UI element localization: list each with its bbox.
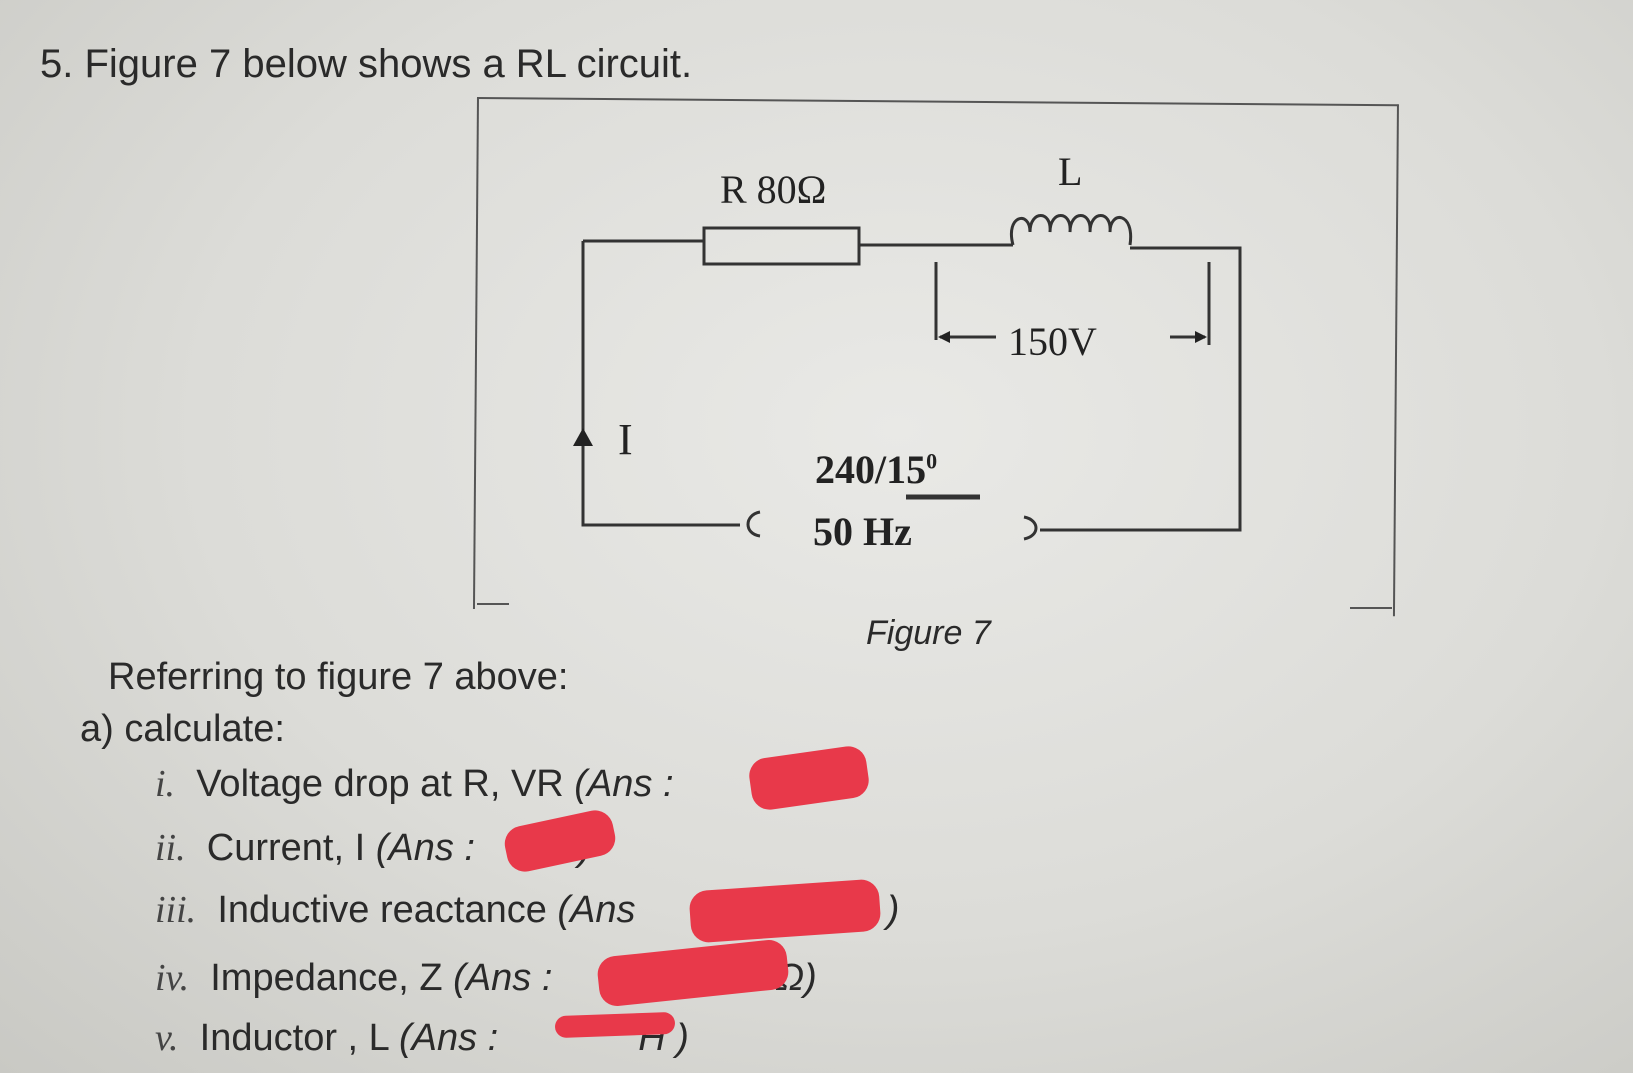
resistor-label: R 80Ω bbox=[720, 167, 827, 212]
voltage-arrowhead-right bbox=[1195, 331, 1207, 343]
current-arrow-icon bbox=[573, 428, 593, 446]
source-frequency: 50 Hz bbox=[813, 509, 912, 554]
list-item-voltage-drop: i. Voltage drop at R, VR (Ans :V ) bbox=[155, 763, 822, 805]
voltage-drop-label: 150V bbox=[1008, 319, 1097, 364]
left-wire bbox=[581, 241, 740, 527]
figure-caption: Figure 7 bbox=[866, 614, 991, 652]
list-item-impedance: iv. Impedance, Z (Ans :70 Ω) bbox=[155, 957, 817, 999]
instruction-part-a: a) calculate: bbox=[80, 708, 285, 750]
inductor-label: L bbox=[1058, 149, 1083, 194]
top-wire-right bbox=[1040, 246, 1242, 532]
source-voltage-value: 240/15 bbox=[815, 447, 927, 492]
source-terminal-right bbox=[1023, 515, 1038, 541]
figure-frame-corner-left bbox=[477, 603, 509, 605]
source-voltage-degree: 0 bbox=[926, 448, 938, 474]
figure-frame-corner-right bbox=[1350, 607, 1392, 609]
instruction-referring: Referring to figure 7 above: bbox=[108, 656, 569, 698]
inductor-coil bbox=[1009, 214, 1133, 246]
question-title: 5. Figure 7 below shows a RL circuit. bbox=[40, 42, 693, 86]
source-terminal-left bbox=[746, 510, 761, 538]
list-item-inductor: v. Inductor , L (Ans :H ) bbox=[155, 1017, 689, 1059]
source-voltage: 240/150 bbox=[815, 446, 937, 493]
resistor bbox=[702, 226, 861, 266]
redaction-mark bbox=[554, 1011, 676, 1039]
current-label: I bbox=[618, 415, 633, 464]
voltage-arrowhead-left bbox=[938, 331, 950, 343]
